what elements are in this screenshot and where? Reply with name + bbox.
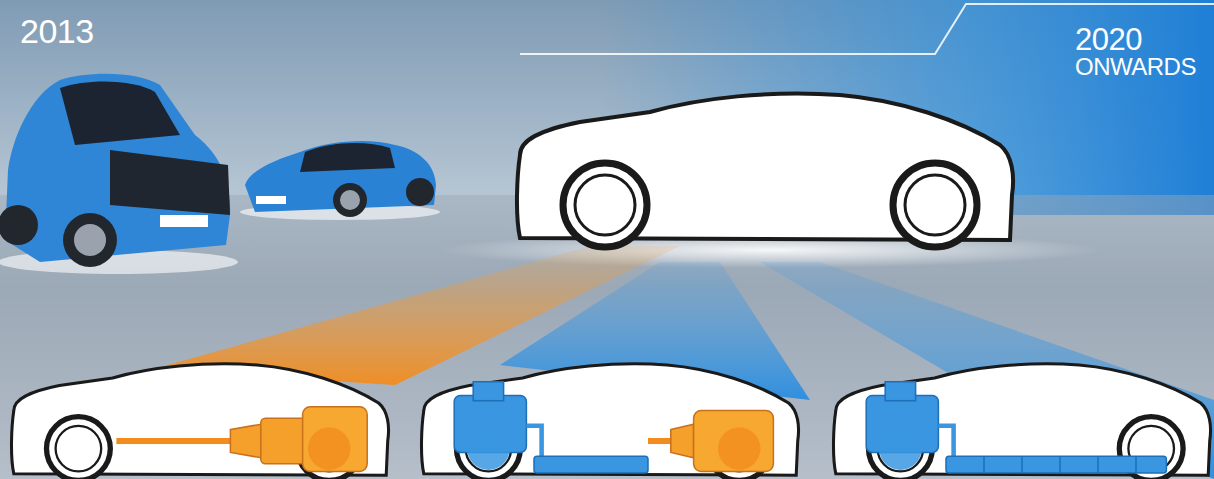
- i3-car: [0, 74, 238, 274]
- i8-car: [240, 141, 440, 220]
- combustion-car: [11, 364, 388, 479]
- year-label: 2013: [20, 14, 94, 48]
- future-car: [517, 94, 1013, 247]
- accent-line: [520, 4, 1214, 54]
- year-label: 2020: [1075, 24, 1142, 55]
- electric-car: [833, 364, 1210, 479]
- year-label: ONWARDS: [1075, 55, 1196, 79]
- hybrid-car: [421, 364, 798, 479]
